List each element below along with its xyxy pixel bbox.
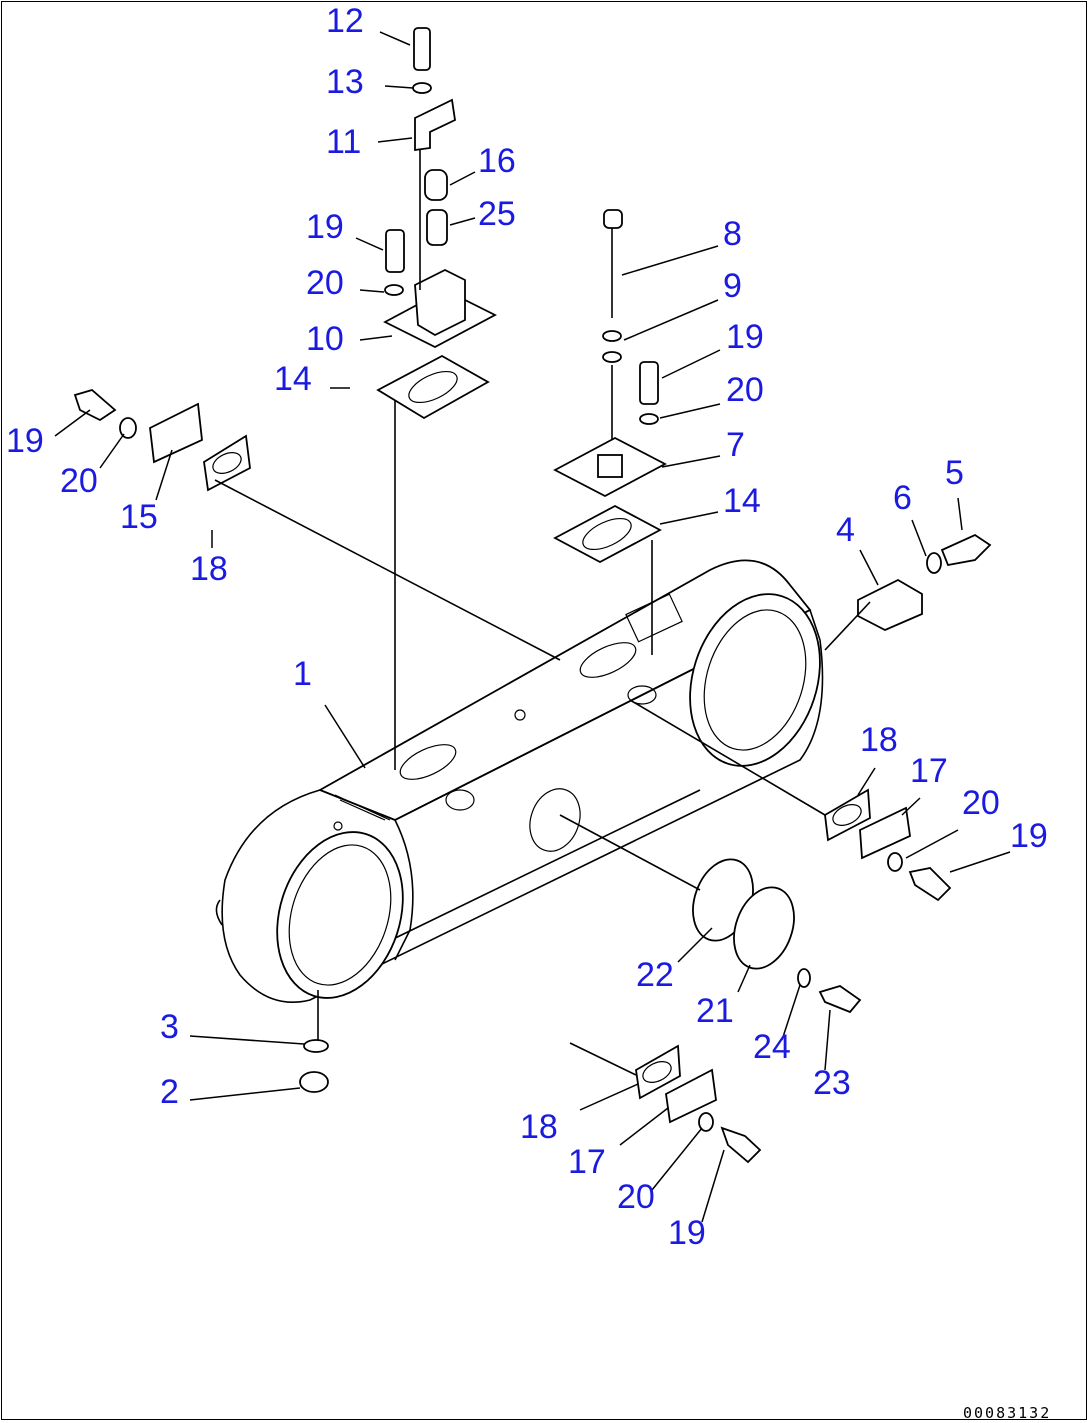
- leader-line: [449, 171, 476, 186]
- callout-2: 2: [160, 1073, 179, 1111]
- leader-line: [661, 455, 721, 468]
- callout-20: 20: [726, 371, 764, 409]
- callout-13: 13: [326, 63, 364, 101]
- leader-line: [659, 403, 721, 419]
- callout-7: 7: [726, 426, 745, 464]
- callout-6: 6: [893, 479, 912, 517]
- callout-16: 16: [478, 142, 516, 180]
- leader-line: [824, 1009, 831, 1071]
- callout-19: 19: [668, 1214, 706, 1252]
- leader-line: [677, 927, 713, 963]
- leader-line: [155, 449, 173, 501]
- leader-line: [579, 1083, 639, 1111]
- leader-line: [651, 1127, 703, 1191]
- callout-1: 1: [293, 655, 312, 693]
- leader-line: [621, 245, 719, 276]
- leader-line: [359, 335, 393, 341]
- callout-19: 19: [726, 318, 764, 356]
- callout-19: 19: [306, 208, 344, 246]
- leader-line: [949, 851, 1011, 873]
- callout-17: 17: [910, 752, 948, 790]
- leader-line: [324, 704, 366, 769]
- callout-20: 20: [306, 264, 344, 302]
- leader-line: [99, 433, 125, 469]
- callout-14: 14: [723, 482, 761, 520]
- callout-14: 14: [274, 360, 312, 398]
- callout-20: 20: [60, 462, 98, 500]
- callout-23: 23: [813, 1064, 851, 1102]
- leader-line: [623, 299, 719, 341]
- leader-line: [905, 829, 959, 859]
- callout-19: 19: [6, 422, 44, 460]
- callout-19: 19: [1010, 817, 1048, 855]
- callout-12: 12: [326, 2, 364, 40]
- callout-3: 3: [160, 1008, 179, 1046]
- callout-5: 5: [945, 454, 964, 492]
- leader-line: [957, 497, 963, 531]
- callout-22: 22: [636, 956, 674, 994]
- leader-line: [859, 549, 879, 586]
- callout-18: 18: [860, 721, 898, 759]
- leader-line: [189, 1087, 301, 1101]
- callout-18: 18: [190, 550, 228, 588]
- leader-line: [359, 289, 385, 293]
- leader-line: [189, 1035, 305, 1045]
- callout-25: 25: [478, 195, 516, 233]
- leader-line: [701, 1149, 725, 1223]
- callout-21: 21: [696, 992, 734, 1030]
- leader-lines: [54, 31, 1011, 1223]
- callout-24: 24: [753, 1028, 791, 1066]
- leader-line: [901, 797, 921, 816]
- leader-line: [781, 984, 801, 1041]
- callout-15: 15: [120, 498, 158, 536]
- leader-line: [384, 85, 414, 89]
- callout-11: 11: [326, 123, 361, 161]
- leader-line: [857, 767, 876, 796]
- leader-line: [54, 409, 91, 437]
- document-number: 00083132: [963, 1404, 1051, 1422]
- leader-line: [659, 511, 719, 525]
- callout-4: 4: [836, 511, 855, 549]
- leader-line: [377, 137, 413, 143]
- callout-10: 10: [306, 320, 344, 358]
- callout-8: 8: [723, 215, 742, 253]
- callout-20: 20: [617, 1178, 655, 1216]
- callout-20: 20: [962, 784, 1000, 822]
- callout-17: 17: [568, 1143, 606, 1181]
- leader-line: [911, 519, 927, 557]
- leader-line: [355, 237, 384, 251]
- callout-18: 18: [520, 1108, 558, 1146]
- leader-line: [379, 31, 411, 46]
- leader-line: [661, 349, 721, 379]
- housing-body: [215, 559, 824, 1003]
- leader-line: [737, 964, 751, 993]
- leader-line: [449, 217, 476, 226]
- callout-9: 9: [723, 267, 742, 305]
- exploded-parts: [73, 27, 992, 1164]
- leader-line: [619, 1107, 669, 1146]
